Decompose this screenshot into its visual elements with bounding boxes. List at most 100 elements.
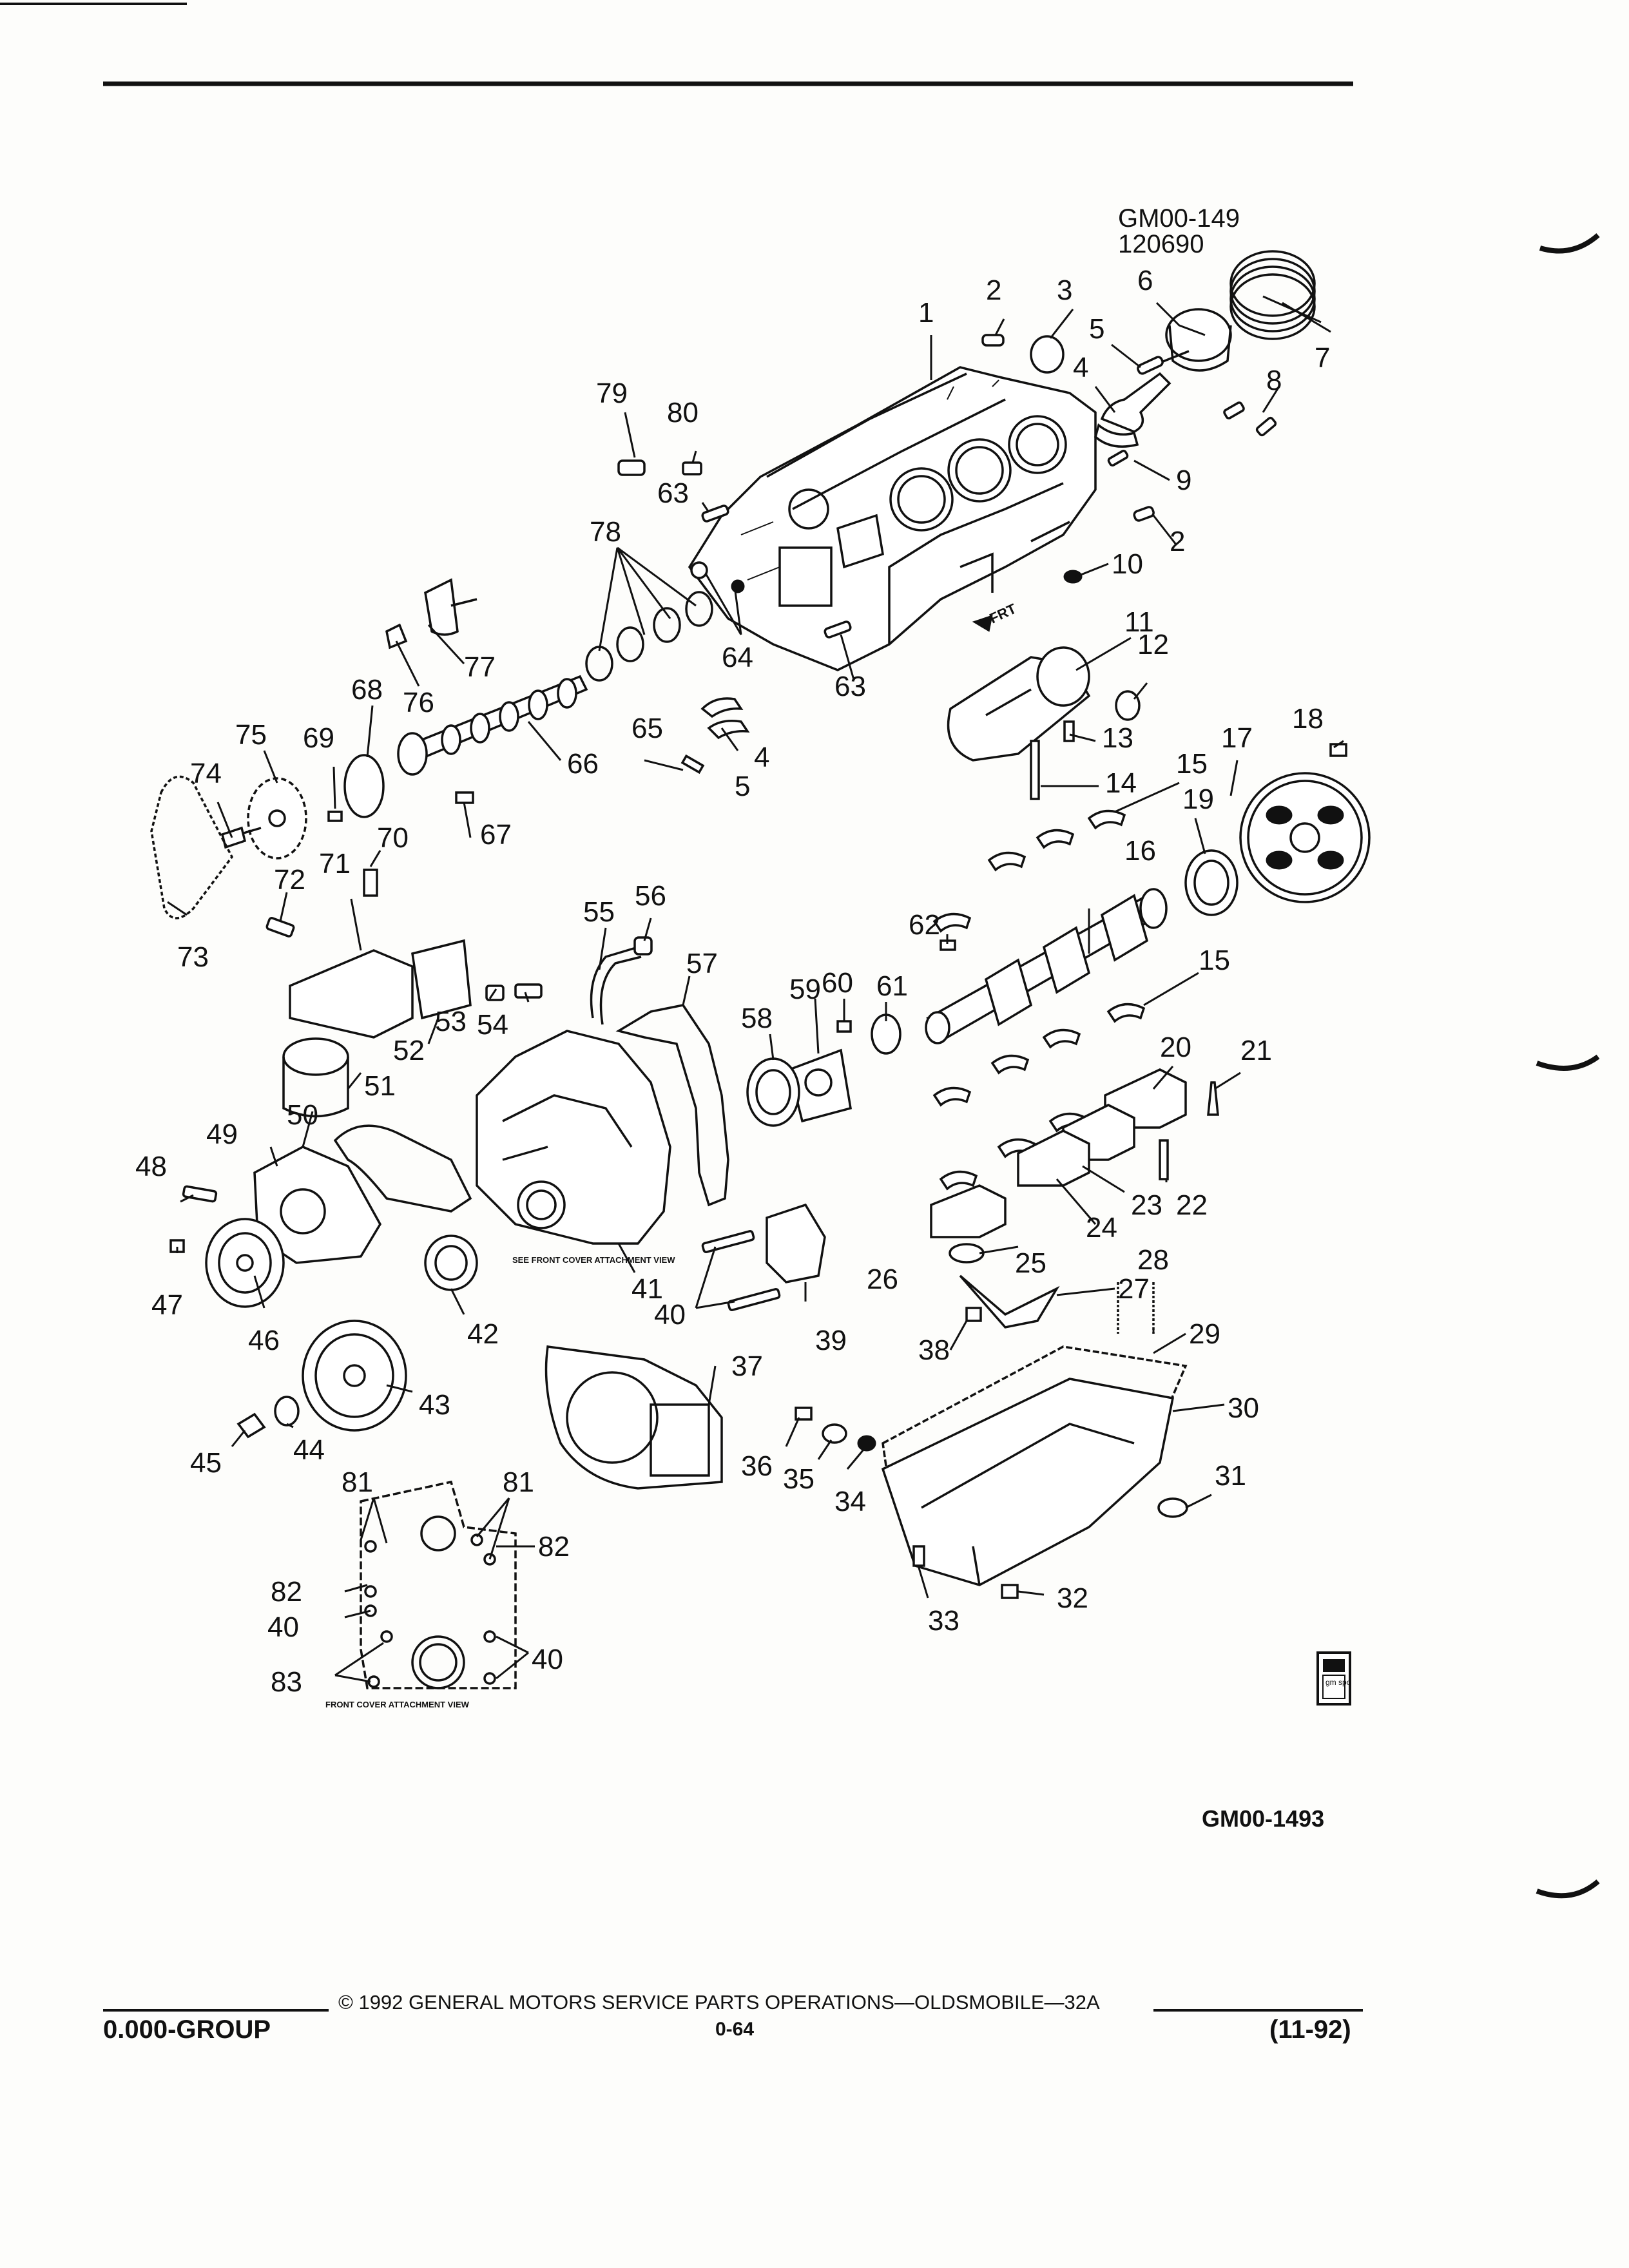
callout: 2: [1170, 526, 1185, 557]
transmission-adapter: [545, 1345, 723, 1490]
crankshaft-front-seal: [746, 1057, 800, 1127]
callout: 65: [631, 713, 663, 744]
callout: 8: [1266, 365, 1282, 396]
callout: 26: [867, 1264, 898, 1295]
callout: 23: [1131, 1189, 1162, 1221]
callout: 18: [1292, 703, 1324, 735]
callout: 40: [267, 1611, 299, 1643]
front-arrow: FRT: [972, 601, 1019, 632]
plug: [731, 579, 745, 593]
callout: 48: [135, 1151, 167, 1182]
inset-reference-note: SEE FRONT COVER ATTACHMENT VIEW: [512, 1255, 675, 1265]
callout: 25: [1015, 1247, 1046, 1279]
washer: [274, 1396, 300, 1427]
callout: 52: [393, 1035, 425, 1066]
binding-mark: [1536, 1054, 1600, 1071]
callout: 81: [503, 1466, 534, 1498]
callout: 62: [909, 909, 940, 941]
footer-date-code: (11-92): [1269, 2015, 1351, 2044]
callout: 68: [351, 674, 383, 706]
dowel-pin: [981, 334, 1005, 347]
main-bearings-upper: [932, 809, 1126, 933]
inset-title: FRONT COVER ATTACHMENT VIEW: [325, 1700, 470, 1709]
callout-numbers: 1 2 3 4 5 6 7 8 9 2 10 79 80 63 78 64 63…: [135, 265, 1330, 1698]
callout: 44: [293, 1434, 325, 1466]
callout: 30: [1228, 1392, 1259, 1424]
bolt: [795, 1407, 813, 1421]
spring: [514, 983, 543, 999]
washer: [822, 1423, 847, 1444]
callout: 82: [538, 1531, 570, 1562]
hose-clamp: [633, 936, 653, 956]
callout: 63: [834, 671, 866, 702]
expansion-plug: [1030, 335, 1065, 374]
callout: 74: [190, 758, 222, 789]
callout: 50: [287, 1099, 318, 1131]
callout: 60: [822, 967, 853, 999]
callout: 56: [635, 880, 666, 912]
callout: 51: [364, 1070, 396, 1102]
rear-crankshaft-seal: [1184, 849, 1239, 916]
callout: 39: [815, 1325, 847, 1356]
inset-reference-note-text: SEE FRONT COVER ATTACHMENT VIEW: [512, 1255, 675, 1265]
callout: 21: [1240, 1035, 1272, 1066]
callout: 7: [1315, 342, 1330, 374]
callout: 53: [435, 1006, 467, 1037]
engine-block: [688, 366, 1097, 671]
piston-rings: [1229, 250, 1316, 340]
callout: 45: [190, 1447, 222, 1479]
starter-bolt: [1030, 740, 1040, 800]
callout: 42: [467, 1318, 499, 1350]
bolt: [182, 1185, 218, 1203]
callout: 54: [477, 1009, 508, 1041]
water-pump-gasket: [333, 1124, 472, 1213]
callout: 83: [271, 1666, 302, 1698]
callout: 12: [1137, 629, 1169, 660]
clip: [1207, 1081, 1219, 1116]
callout: 58: [741, 1003, 773, 1034]
callout: 76: [403, 687, 434, 718]
callout: 36: [741, 1450, 773, 1482]
valve: [485, 985, 505, 1001]
water-pump-pulley: [205, 1218, 285, 1308]
callout: 2: [986, 274, 1001, 306]
callout: 27: [1118, 1273, 1150, 1305]
callout: 37: [731, 1350, 763, 1382]
bypass-hose: [590, 946, 639, 1019]
starter-bolt: [1063, 720, 1075, 742]
callout: 24: [1086, 1212, 1117, 1244]
seal: [949, 1243, 985, 1264]
reference-date: 120690: [1118, 230, 1204, 258]
binding-mark: [1539, 233, 1600, 254]
crankshaft-balancer: [302, 1320, 407, 1432]
callout: 15: [1199, 945, 1230, 976]
rod-bearing: [700, 697, 744, 718]
callout: 20: [1160, 1032, 1191, 1063]
reference-code: GM00-149: [1118, 204, 1240, 233]
callout: 35: [783, 1463, 815, 1495]
callout: 72: [274, 864, 305, 896]
callout: 43: [419, 1389, 450, 1421]
camshaft-thrust-plate: [343, 754, 385, 818]
front-arrow-label: FRT: [987, 601, 1019, 627]
key: [836, 1020, 852, 1033]
callout: 3: [1057, 274, 1072, 306]
timing-chain: [150, 775, 234, 919]
dowel-pin: [1133, 506, 1155, 522]
bracket: [766, 1203, 826, 1283]
key: [455, 791, 474, 804]
callout: 59: [789, 974, 821, 1005]
nut: [857, 1435, 876, 1452]
callout: 29: [1189, 1318, 1220, 1350]
oil-filter-adapter: [289, 949, 414, 1039]
oil-pressure-switch: [617, 459, 646, 476]
thrust-plate: [385, 623, 408, 649]
stud: [1223, 401, 1245, 419]
engine-front-cover: [476, 1030, 671, 1245]
key: [327, 811, 343, 822]
callout: 1: [918, 297, 934, 329]
callout: 75: [235, 719, 267, 751]
rod-bearing: [707, 720, 750, 740]
callout: 9: [1176, 465, 1191, 496]
